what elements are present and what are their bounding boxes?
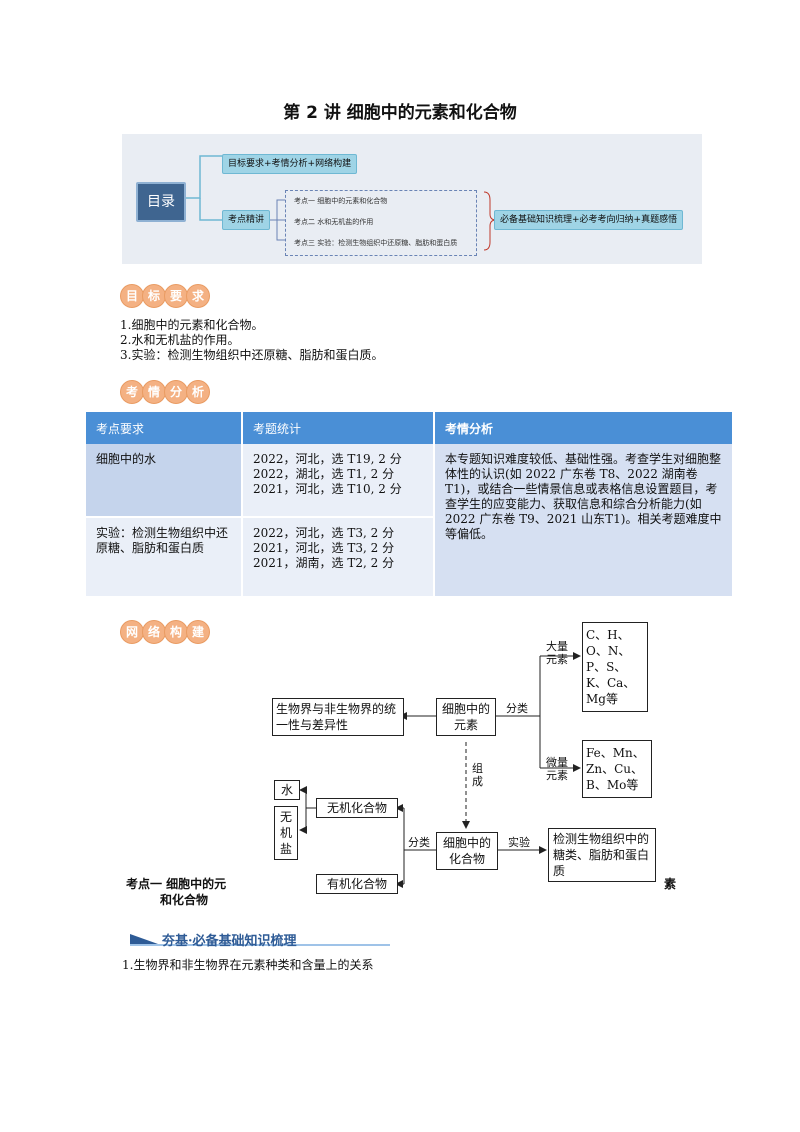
water-box: 水	[274, 780, 300, 800]
section-heading: 考点一 细胞中的元	[126, 877, 227, 891]
section-heading-tail: 素	[664, 877, 677, 891]
stat-line: 2021，河北，选 T10, 2 分	[253, 482, 402, 496]
stat-line: 2022，湖北，选 T1, 2 分	[253, 467, 395, 481]
knowledge-banner: 夯基·必备基础知识梳理	[130, 930, 390, 950]
toc-sub-item[interactable]: 考点二 水和无机盐的作用	[294, 218, 374, 226]
goal-item: 1.细胞中的元素和化合物。	[120, 318, 264, 332]
toc-sub-item[interactable]: 考点三 实验：检测生物组织中还原糖、脂肪和蛋白质	[294, 239, 458, 247]
badge-char: 求	[186, 284, 210, 308]
table-cell-analysis: 本专题知识难度较低、基础性强。考查学生对细胞整体性的认识(如 2022 广东卷 …	[434, 444, 734, 598]
detect-box: 检测生物组织中的糖类、脂肪和蛋白质	[548, 828, 656, 882]
toc-banner: 目录 目标要求+考情分析+网络构建 考点精讲 考点一 细胞中的元素和化合物 考点…	[122, 134, 702, 264]
badge-char: 要	[164, 284, 188, 308]
classify2-label: 分类	[408, 836, 430, 849]
unity-box: 生物界与非生物界的统一性与差异性	[272, 698, 404, 736]
badge-char: 考	[120, 380, 144, 404]
toc-item-goals[interactable]: 目标要求+考情分析+网络构建	[222, 154, 358, 174]
goal-item: 2.水和无机盐的作用。	[120, 333, 240, 347]
major-label: 大量元素	[546, 640, 568, 666]
table-header: 考情分析	[434, 412, 734, 444]
goals-badge: 目 标 要 求	[120, 284, 210, 308]
inorganic-box: 无机化合物	[316, 798, 398, 818]
compose-label: 组成	[472, 762, 483, 788]
point-1: 1.生物界和非生物界在元素种类和含量上的关系	[122, 958, 374, 972]
table-cell: 细胞中的水	[86, 444, 243, 518]
elements-box: 细胞中的元素	[436, 698, 496, 736]
toc-sub-list: 考点一 细胞中的元素和化合物 考点二 水和无机盐的作用 考点三 实验：检测生物组…	[285, 190, 477, 256]
section-heading-cont: 和化合物	[160, 893, 209, 907]
banner-underline	[130, 944, 390, 946]
table-header: 考题统计	[242, 412, 435, 444]
table-row: 细胞中的水 2022，河北，选 T19, 2 分 2022，湖北，选 T1, 2…	[86, 444, 734, 598]
network-badge: 网 络 构 建	[120, 620, 210, 644]
table-cell: 2022，河北，选 T3, 2 分 2021，河北，选 T3, 2 分 2021…	[242, 517, 435, 598]
major-elements-box: C、H、O、N、P、S、K、Ca、Mg等	[582, 622, 648, 712]
badge-char: 分	[164, 380, 188, 404]
table-cell: 实验：检测生物组织中还原糖、脂肪和蛋白质	[86, 517, 243, 598]
classify-label: 分类	[506, 702, 528, 715]
experiment-label: 实验	[508, 836, 530, 849]
analysis-table: 考点要求 考题统计 考情分析 细胞中的水 2022，河北，选 T19, 2 分 …	[86, 412, 734, 598]
goal-item: 3.实验：检测生物组织中还原糖、脂肪和蛋白质。	[120, 348, 384, 362]
table-header: 考点要求	[86, 412, 243, 444]
badge-char: 情	[142, 380, 166, 404]
badge-char: 建	[186, 620, 210, 644]
stat-line: 2021，湖南，选 T2, 2 分	[253, 556, 395, 570]
goals-list: 1.细胞中的元素和化合物。 2.水和无机盐的作用。 3.实验：检测生物组织中还原…	[120, 318, 383, 363]
table-cell: 2022，河北，选 T19, 2 分 2022，湖北，选 T1, 2 分 202…	[242, 444, 435, 518]
stat-line: 2022，河北，选 T19, 2 分	[253, 452, 402, 466]
stat-line: 2021，河北，选 T3, 2 分	[253, 541, 395, 555]
toc-item-knowledge[interactable]: 必备基础知识梳理+必考考向归纳+真题感悟	[494, 210, 684, 230]
salt-box: 无机盐	[274, 806, 298, 860]
trace-label: 微量元素	[546, 756, 568, 782]
toc-main-box: 目录	[136, 182, 186, 222]
badge-char: 析	[186, 380, 210, 404]
banner-arrow-icon	[130, 934, 158, 944]
badge-char: 构	[164, 620, 188, 644]
compounds-box: 细胞中的化合物	[436, 832, 498, 870]
table-row: 实验：检测生物组织中还原糖、脂肪和蛋白质 2022，河北，选 T3, 2 分 2…	[86, 517, 733, 598]
trace-elements-box: Fe、Mn、Zn、Cu、B、Mo等	[582, 740, 652, 798]
page-title: 第 2 讲 细胞中的元素和化合物	[283, 103, 517, 123]
badge-char: 标	[142, 284, 166, 308]
banner-text: 夯基·必备基础知识梳理	[162, 934, 297, 949]
organic-box: 有机化合物	[316, 874, 398, 894]
toc-sub-item[interactable]: 考点一 细胞中的元素和化合物	[294, 197, 388, 205]
badge-char: 络	[142, 620, 166, 644]
toc-item-points[interactable]: 考点精讲	[222, 210, 271, 230]
stat-line: 2022，河北，选 T3, 2 分	[253, 526, 395, 540]
analysis-badge: 考 情 分 析	[120, 380, 210, 404]
badge-char: 网	[120, 620, 144, 644]
